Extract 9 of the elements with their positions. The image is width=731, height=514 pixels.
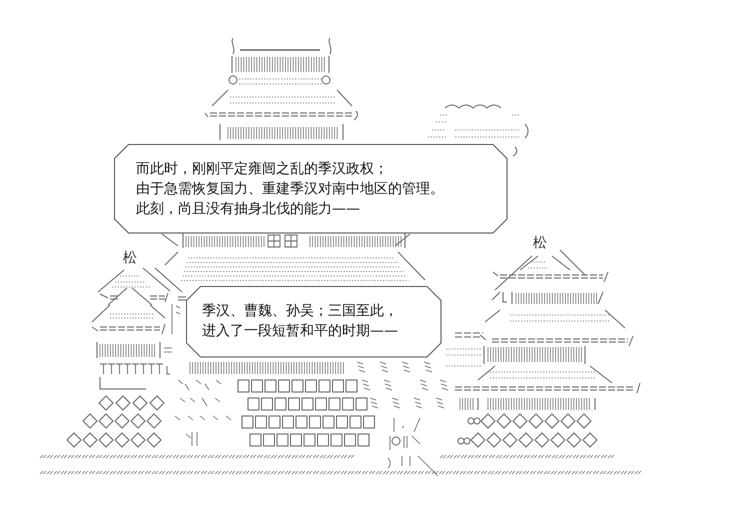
speech-text: 由于急需恢复国力、重建季汉对南中地区的管理。 [136,180,444,199]
speech-text: 进入了一段短暂和平的时期—— [202,322,398,341]
speech-bubble [186,286,442,358]
speech-text: 季汉、曹魏、孙吴；三国至此， [202,302,398,321]
pine-character: 松 [533,235,547,251]
speech-text: 此刻，尚且没有抽身北伐的能力—— [136,200,360,219]
speech-bubble [114,144,508,234]
pine-character: 松 [123,250,137,266]
speech-text: 而此时，刚刚平定雍闿之乱的季汉政权； [136,160,388,179]
